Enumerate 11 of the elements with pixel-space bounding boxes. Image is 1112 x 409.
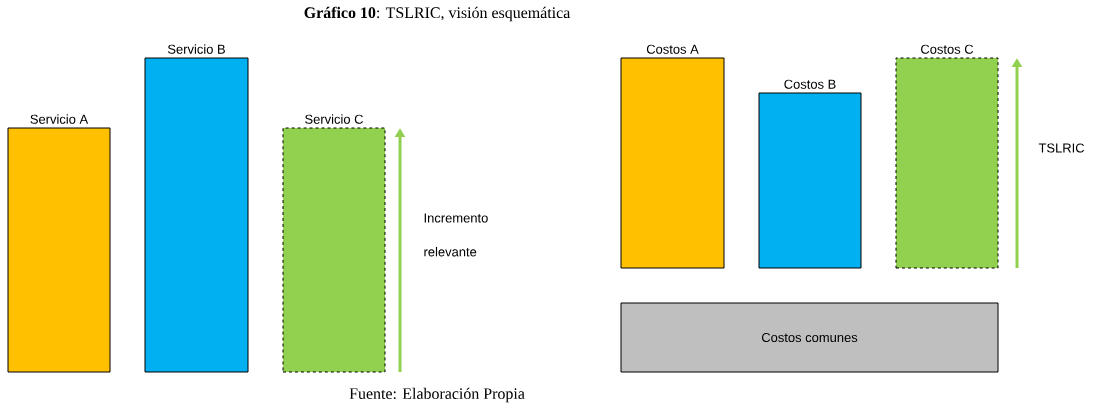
bar-label: Servicio A bbox=[30, 114, 89, 124]
caption: Fuente: Elaboración Propia bbox=[349, 387, 525, 403]
bar-label: Costos A bbox=[646, 44, 699, 54]
bar-label: Costos C bbox=[921, 44, 974, 54]
bar-label: Costos B bbox=[784, 79, 836, 89]
bar-label: Servicio B bbox=[167, 44, 225, 54]
bar-label: Servicio C bbox=[305, 114, 363, 124]
title: Gráfico 10: TSLRIC, visión esquemática bbox=[304, 6, 571, 22]
arrow-label: TSLRIC bbox=[1038, 143, 1085, 153]
box: Costos comunes bbox=[620, 302, 999, 373]
arrow-label: Incremento relevante bbox=[424, 213, 488, 257]
